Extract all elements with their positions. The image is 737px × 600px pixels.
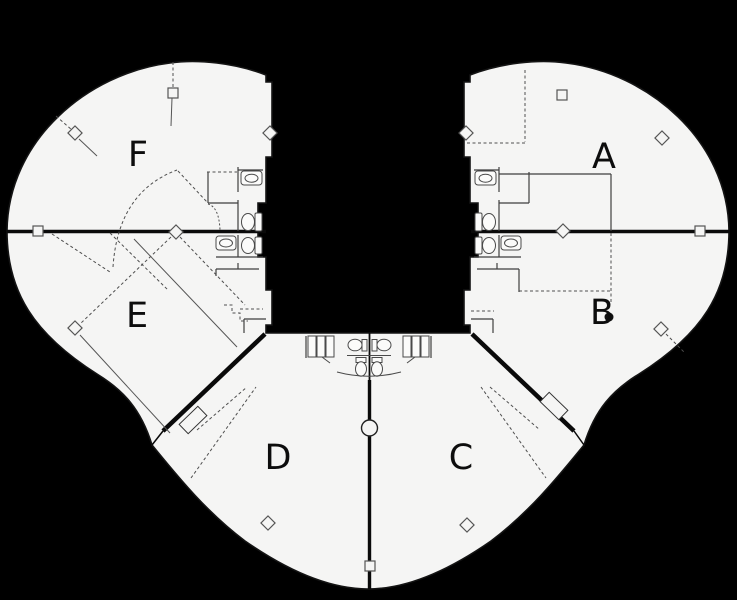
toilet-icon <box>241 236 263 255</box>
section-label-b: B <box>590 293 614 333</box>
column-dot <box>604 312 614 322</box>
square-marker <box>556 89 568 101</box>
urinal-screens-east <box>402 335 430 364</box>
toilet-pair-icon <box>347 338 392 352</box>
suite-a-boundary <box>499 173 612 231</box>
diamond-marker <box>168 224 184 240</box>
column-marker <box>360 419 379 437</box>
sink-icon <box>474 170 497 186</box>
divider-b-c-end <box>573 430 585 446</box>
diamond-marker <box>458 125 474 141</box>
sink-icon <box>215 235 237 251</box>
toilet-icon <box>474 212 496 232</box>
plumbing-fixtures <box>215 170 522 377</box>
diamond-marker <box>459 517 475 533</box>
urinal-screens-walls <box>305 336 432 358</box>
restroom-walls-east <box>471 167 530 333</box>
plan-markers <box>32 87 706 572</box>
section-label-e: E <box>126 296 148 336</box>
toilet-pair-icon <box>355 357 383 377</box>
diamond-marker <box>555 223 571 239</box>
door-leaf-bc <box>539 391 569 421</box>
sink-counter <box>336 371 402 377</box>
section-label-d: D <box>265 438 292 478</box>
diamond-marker <box>67 320 83 336</box>
sink-icon <box>240 170 263 186</box>
divider-e-d-end <box>151 430 164 446</box>
section-label-a: A <box>592 137 616 177</box>
divider-e-d <box>161 332 267 433</box>
urinal-screens-west <box>307 335 335 364</box>
door-symbols <box>178 391 569 435</box>
square-marker <box>694 225 706 237</box>
thin-leader-lines <box>78 97 238 434</box>
dashed-layout-lines <box>51 62 685 479</box>
sink-icon <box>500 235 522 251</box>
square-marker <box>32 225 44 237</box>
interior-walls <box>207 167 612 358</box>
diamond-marker <box>654 130 670 146</box>
section-divider-walls <box>6 229 730 589</box>
square-marker <box>167 87 179 99</box>
door-leaf-ed <box>178 405 208 435</box>
restroom-walls-west <box>207 167 266 333</box>
toilet-icon <box>241 212 263 232</box>
section-label-c: C <box>449 438 473 478</box>
diamond-marker <box>260 515 276 531</box>
toilet-icon <box>474 236 496 255</box>
diamond-marker <box>653 321 669 337</box>
diamond-marker <box>67 125 83 141</box>
section-labels: A B C D E F <box>126 135 616 478</box>
square-marker <box>364 560 376 572</box>
diamond-marker <box>262 125 278 141</box>
building-outline <box>6 60 730 590</box>
section-label-f: F <box>128 135 148 175</box>
